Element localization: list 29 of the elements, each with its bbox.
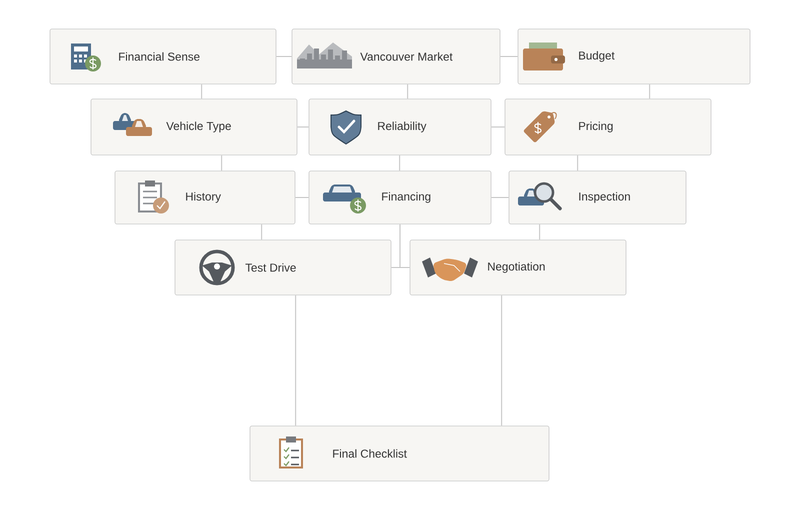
- connector-line: [294, 197, 310, 198]
- process-box: Financial Sense: [50, 28, 276, 84]
- connector-line: [276, 56, 292, 57]
- process-box: Final Checklist: [250, 426, 550, 482]
- process-box: Inspection: [508, 170, 686, 224]
- process-box: Reliability: [308, 98, 492, 156]
- connector-line: [201, 84, 202, 100]
- connector-line: [649, 84, 650, 100]
- connector-line: [500, 56, 518, 57]
- connector-line: [490, 197, 510, 198]
- connector-line: [295, 294, 296, 426]
- connector-line: [501, 294, 502, 426]
- process-box: History: [114, 170, 296, 224]
- connector-line: [296, 126, 310, 128]
- connector-line: [399, 154, 400, 172]
- connector-line: [539, 224, 540, 240]
- process-box: Negotiation: [410, 240, 626, 296]
- process-box: Vehicle Type: [90, 98, 298, 156]
- process-box: Financing: [308, 170, 492, 224]
- connector-line: [407, 84, 408, 100]
- process-box: Pricing: [504, 98, 712, 156]
- process-box: Test Drive: [174, 240, 392, 296]
- connector-line: [261, 224, 262, 240]
- connector-line: [390, 224, 410, 268]
- connector-line: [221, 154, 222, 172]
- process-box: Vancouver Market: [292, 28, 500, 84]
- connector-line: [577, 154, 578, 172]
- connector-line: [490, 126, 506, 128]
- process-box: Budget: [518, 28, 750, 84]
